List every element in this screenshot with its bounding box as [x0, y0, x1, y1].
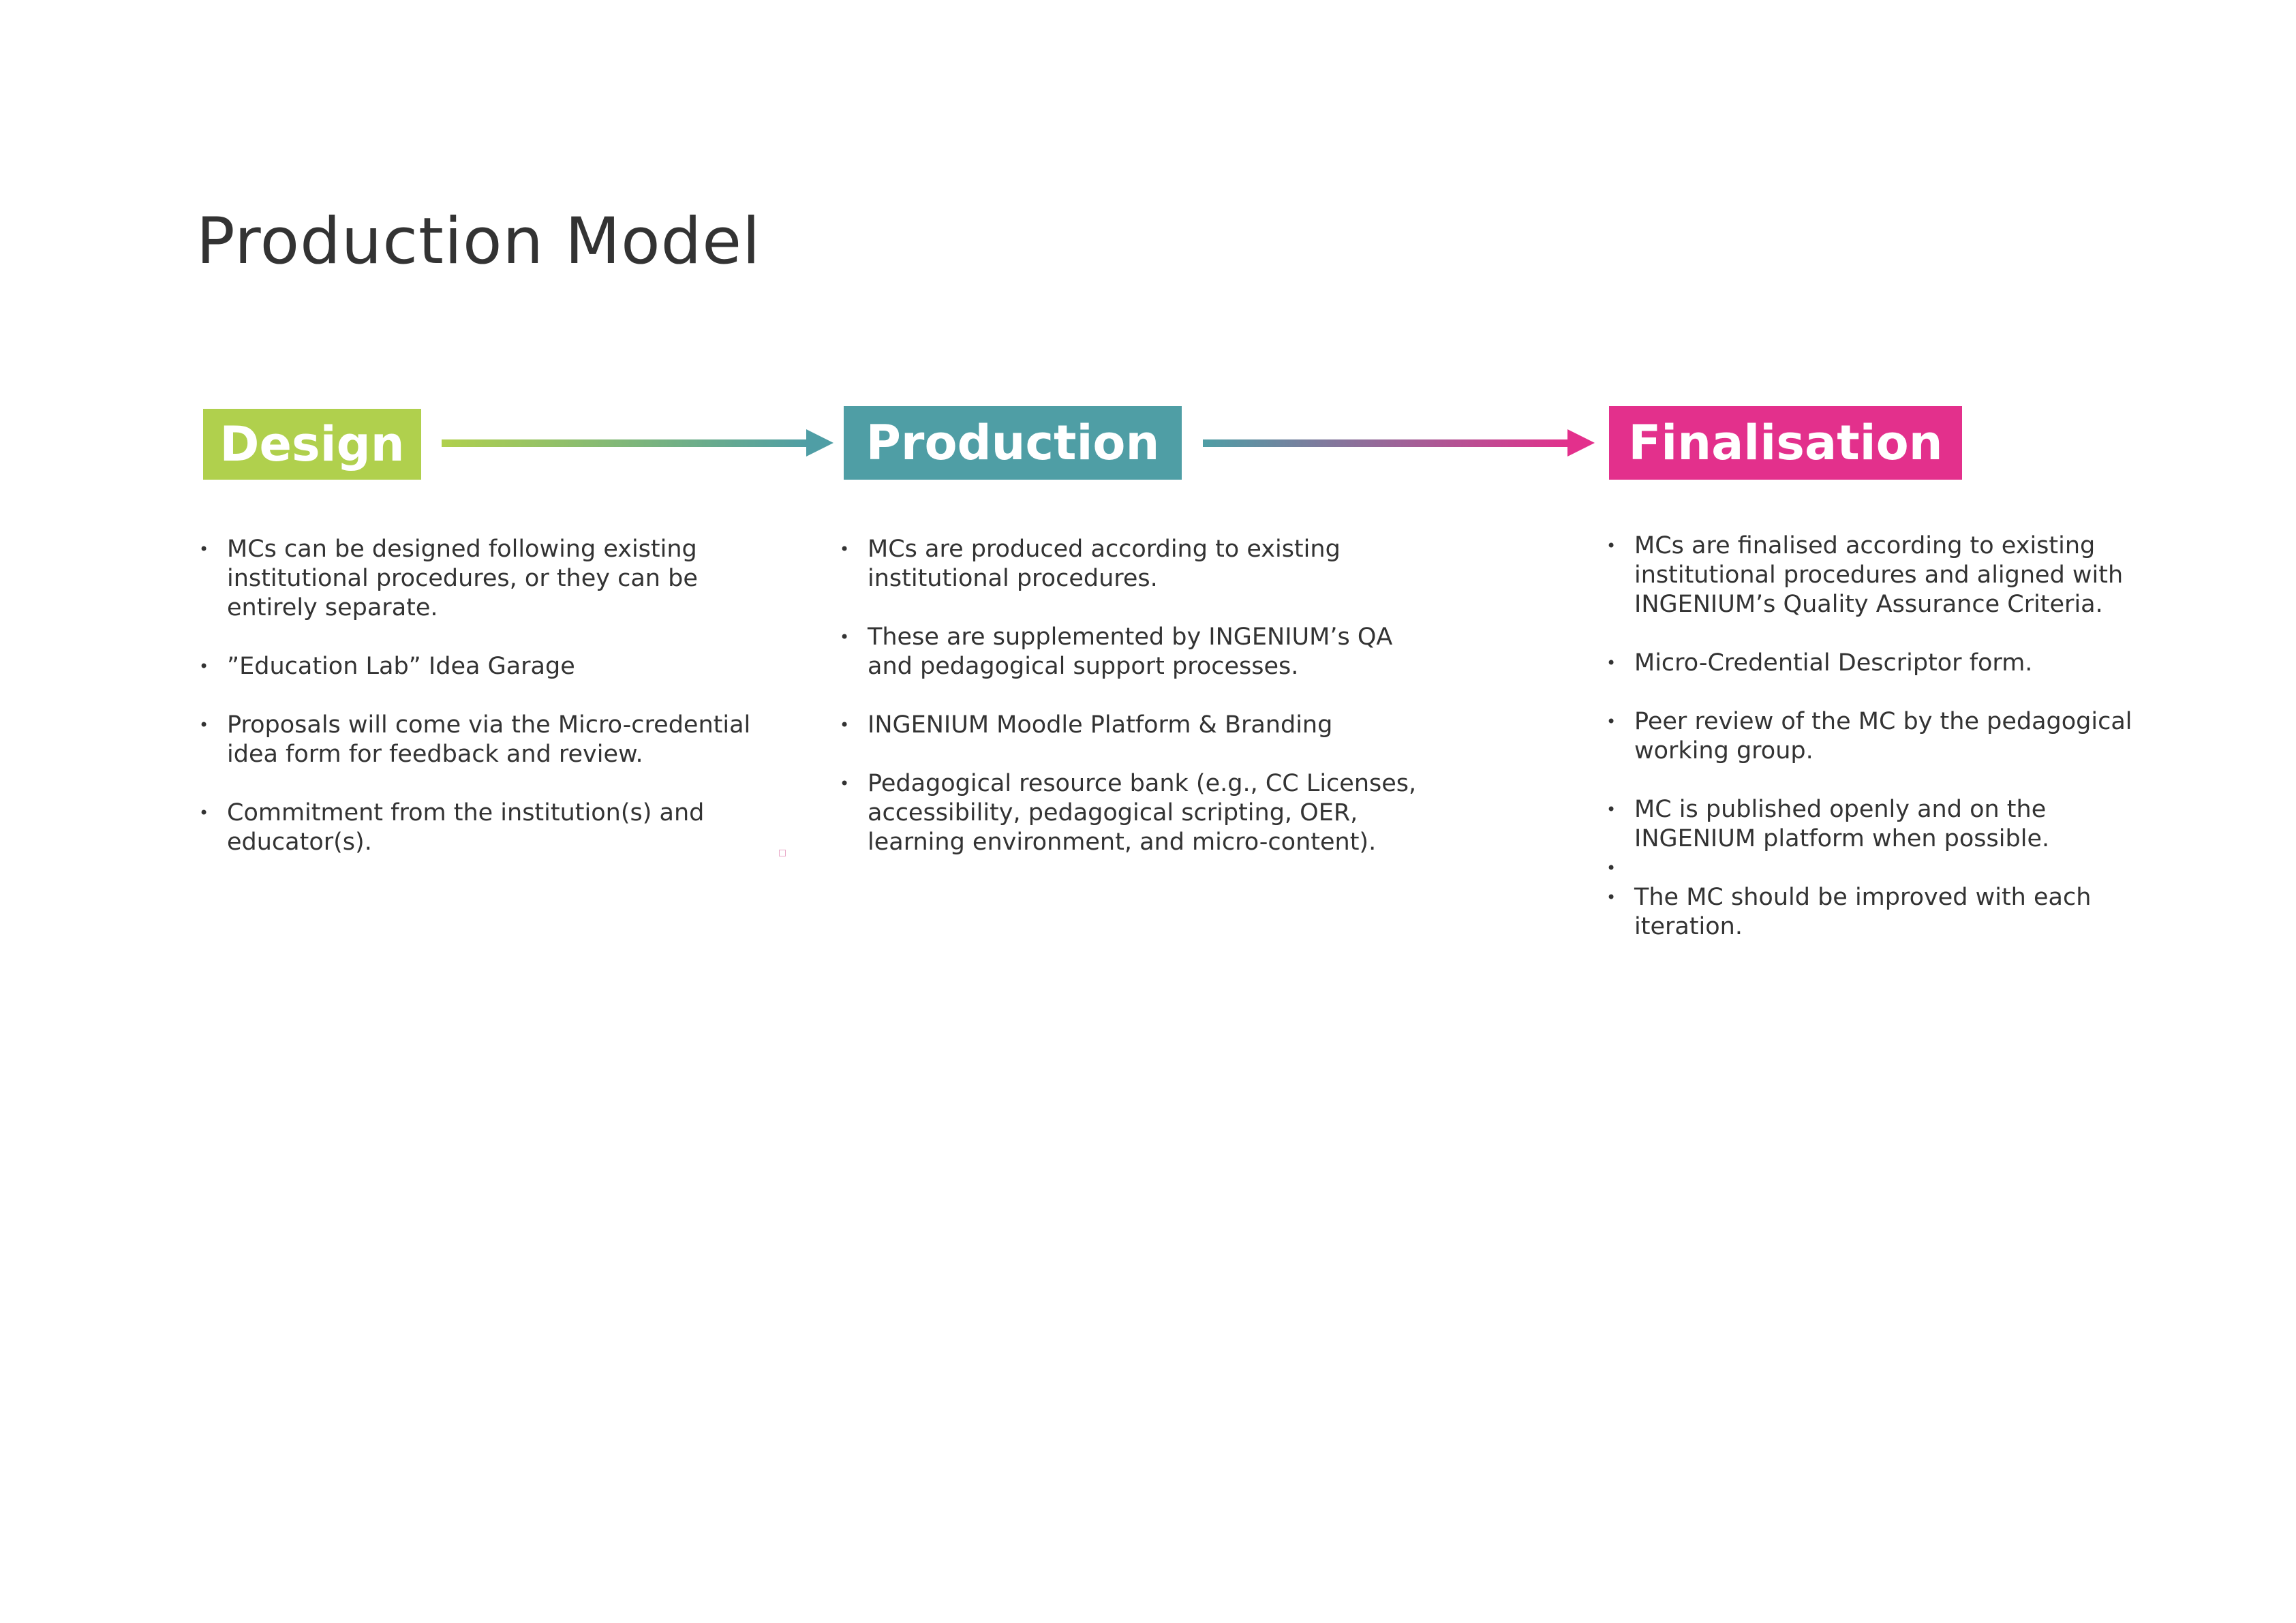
stage-design-label: Design: [219, 416, 405, 472]
item-text: MC is published openly and on the: [1634, 796, 2047, 823]
item-text: educator(s).: [227, 829, 372, 856]
item-text: entirely separate.: [227, 594, 438, 621]
stage-production-label: Production: [866, 415, 1160, 471]
list-item: • Pedagogical resource bank (e.g., CC Lic…: [840, 769, 1416, 857]
list-item: • Proposals will come via the Micro-crede…: [199, 711, 750, 769]
finalisation-column: • MCs are finalised according to existing…: [1606, 531, 2132, 971]
item-text: accessibility, pedagogical scripting, OE…: [868, 799, 1358, 826]
list-item: • Commitment from the institution(s) and e…: [199, 799, 750, 857]
stage-finalisation-label: Finalisation: [1628, 415, 1943, 471]
item-text: institutional procedures, or they can be: [227, 565, 698, 592]
item-text: institutional procedures.: [868, 565, 1158, 592]
item-text: Proposals will come via the Micro-creden…: [227, 711, 751, 739]
item-text: working group.: [1634, 737, 1813, 764]
bullet-icon: •: [1606, 536, 1617, 555]
bullet-icon: •: [1606, 653, 1617, 673]
marker-square-icon: [779, 850, 786, 856]
bullet-icon: •: [199, 540, 209, 559]
item-text: Pedagogical resource bank (e.g., CC Lice…: [868, 770, 1417, 797]
bullet-icon: •: [1606, 800, 1617, 819]
list-item: • Micro-Credential Descriptor form.: [1606, 649, 2132, 678]
item-text: Commitment from the institution(s) and: [227, 799, 705, 826]
bullet-icon: •: [199, 657, 209, 676]
page-title: Production Model: [196, 204, 761, 279]
item-text: Peer review of the MC by the pedagogical: [1634, 708, 2132, 735]
bullet-icon: •: [199, 715, 209, 735]
bullet-icon: •: [840, 715, 850, 735]
list-item: • INGENIUM Moodle Platform & Branding: [840, 711, 1416, 740]
bullet-icon: •: [840, 540, 850, 559]
item-text: INGENIUM platform when possible.: [1634, 825, 2050, 852]
item-text: INGENIUM Moodle Platform & Branding: [868, 711, 1333, 739]
item-text: and pedagogical support processes.: [868, 653, 1299, 680]
stage-finalisation: Finalisation: [1609, 406, 1962, 480]
item-text: learning environment, and micro-content)…: [868, 829, 1377, 856]
item-text: The MC should be improved with each: [1634, 884, 2092, 911]
item-text: These are supplemented by INGENIUM’s QA: [868, 623, 1393, 651]
stage-design: Design: [203, 409, 421, 480]
item-text: ”Education Lab” Idea Garage: [227, 653, 575, 680]
list-item: • Peer review of the MC by the pedagogica…: [1606, 707, 2132, 766]
item-text: MCs are finalised according to existing: [1634, 532, 2096, 559]
list-item: • MCs are finalised according to existing…: [1606, 531, 2132, 619]
bullet-icon: •: [1606, 712, 1617, 731]
arrow-design-to-production-icon: [442, 429, 833, 457]
stage-production: Production: [844, 406, 1182, 480]
item-text: MCs can be designed following existing: [227, 536, 697, 563]
arrow-production-to-finalisation-icon: [1203, 429, 1595, 457]
bullet-icon: •: [1606, 888, 1617, 907]
item-text: institutional procedures and aligned wit…: [1634, 561, 2124, 589]
bullet-icon: •: [840, 628, 850, 647]
item-text: idea form for feedback and review.: [227, 741, 643, 768]
list-item-empty: •: [1606, 854, 2132, 883]
item-text: INGENIUM’s Quality Assurance Criteria.: [1634, 591, 2103, 618]
bullet-icon: •: [199, 803, 209, 822]
item-text: Micro-Credential Descriptor form.: [1634, 649, 2033, 677]
bullet-icon: •: [1606, 859, 1617, 878]
bullet-icon: •: [840, 774, 850, 793]
item-text: MCs are produced according to existing: [868, 536, 1341, 563]
list-item: • ”Education Lab” Idea Garage: [199, 652, 750, 681]
item-text: iteration.: [1634, 913, 1743, 940]
list-item: • These are supplemented by INGENIUM’s QA…: [840, 623, 1416, 681]
